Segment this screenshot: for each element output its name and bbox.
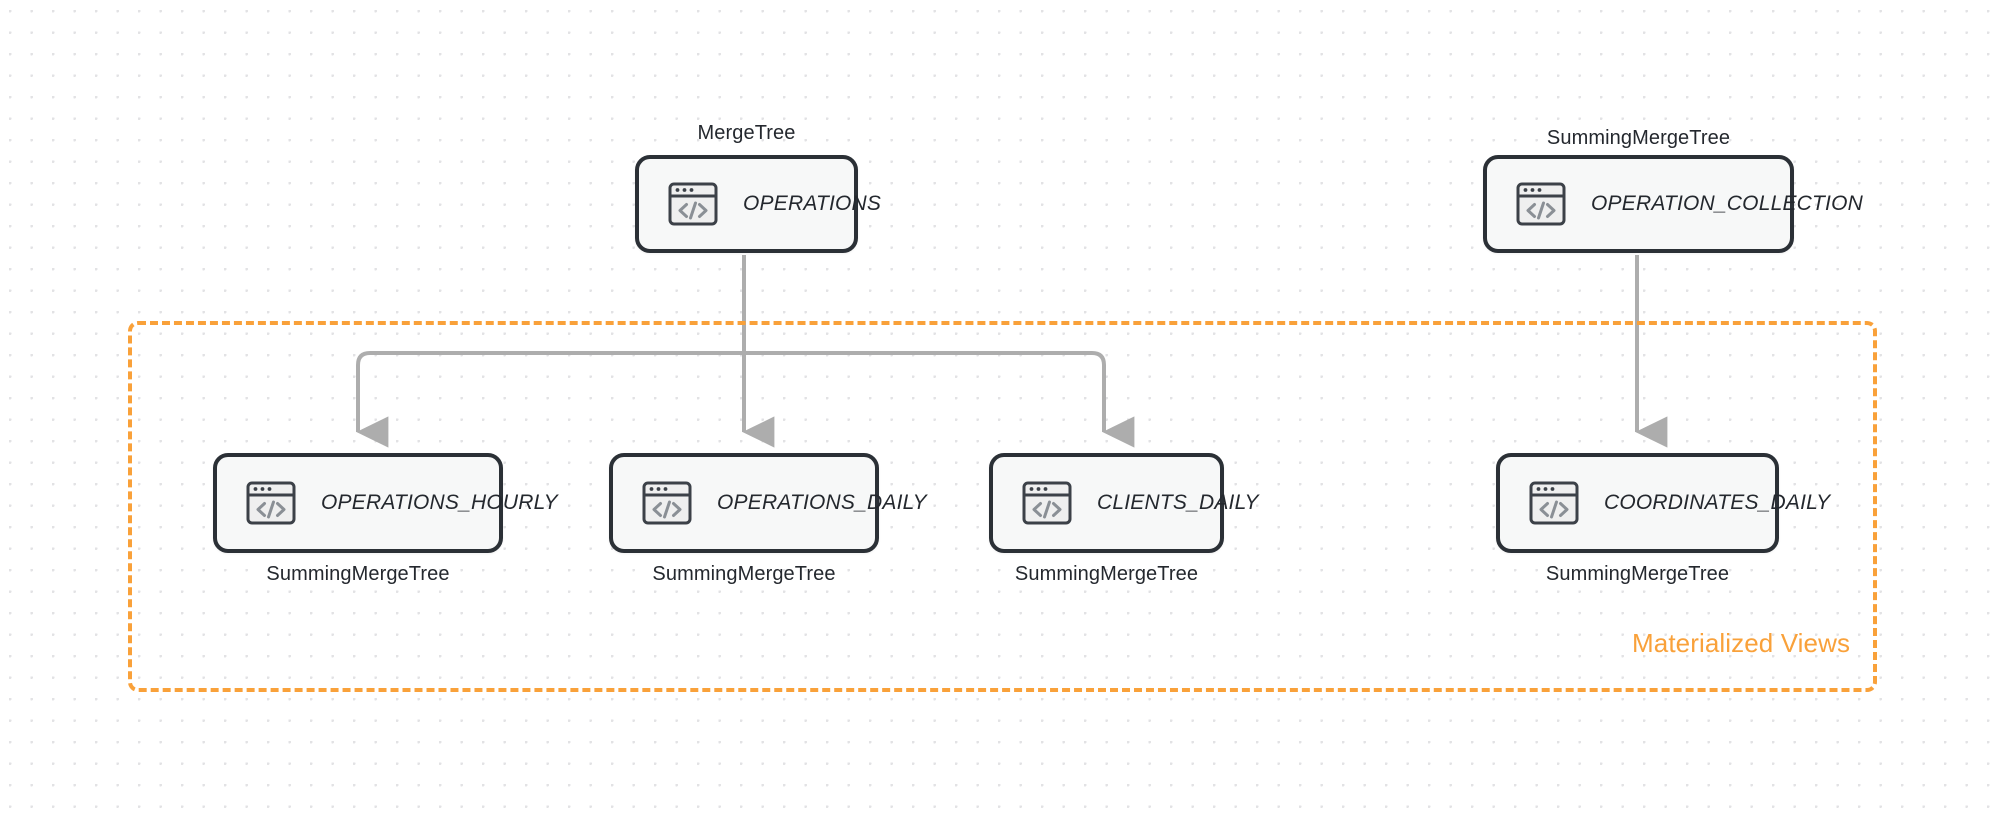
node-coordinates-daily[interactable]: COORDINATES_DAILY bbox=[1496, 453, 1830, 553]
code-window-icon bbox=[665, 176, 721, 232]
node-operations-daily[interactable]: OPERATIONS_DAILY bbox=[609, 453, 927, 553]
engine-caption-coordinates-daily: SummingMergeTree bbox=[1545, 563, 1730, 585]
engine-caption-clients-daily: SummingMergeTree bbox=[1014, 563, 1199, 585]
code-window-icon bbox=[1526, 475, 1582, 531]
materialized-views-group bbox=[128, 321, 1877, 692]
engine-caption-operations: MergeTree bbox=[697, 122, 796, 144]
node-clients-daily[interactable]: CLIENTS_DAILY bbox=[989, 453, 1259, 553]
code-window-icon bbox=[1019, 475, 1075, 531]
engine-caption-operation-collection: SummingMergeTree bbox=[1546, 127, 1731, 149]
node-label: COORDINATES_DAILY bbox=[1604, 491, 1831, 514]
engine-caption-operations-daily: SummingMergeTree bbox=[652, 563, 836, 585]
code-window-icon bbox=[1513, 176, 1569, 232]
node-label: OPERATION_COLLECTION bbox=[1591, 192, 1863, 215]
code-window-icon bbox=[639, 475, 695, 531]
node-label: OPERATIONS_DAILY bbox=[717, 491, 927, 514]
code-window-icon bbox=[243, 475, 299, 531]
materialized-views-group-label: Materialized Views bbox=[1632, 628, 1851, 658]
node-operation-collection[interactable]: OPERATION_COLLECTION bbox=[1483, 155, 1863, 253]
node-operations[interactable]: OPERATIONS bbox=[635, 155, 881, 253]
node-label: OPERATIONS_HOURLY bbox=[321, 491, 558, 514]
node-label: CLIENTS_DAILY bbox=[1097, 491, 1259, 514]
engine-caption-operations-hourly: SummingMergeTree bbox=[266, 563, 450, 585]
node-operations-hourly[interactable]: OPERATIONS_HOURLY bbox=[213, 453, 558, 553]
node-label: OPERATIONS bbox=[743, 192, 882, 215]
